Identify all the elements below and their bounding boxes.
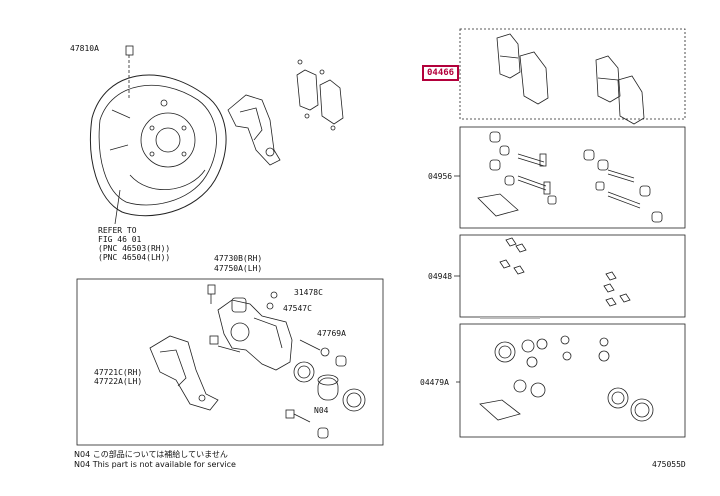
pad-kit-drawing [496,33,645,125]
label-47769A: 47769A [317,329,346,338]
note-japanese: N04 この部品については補給していません [74,450,228,459]
figure-id: 475055D [652,460,686,469]
label-47722A: 47722A(LH) [94,377,143,386]
note-english: N04 This part is not available for servi… [74,460,236,469]
refer-line-1: REFER TO [98,226,137,235]
caliper-body-drawing [217,297,293,371]
torque-plate-lower [149,335,219,411]
label-47750A: 47750A(LH) [214,264,263,273]
label-04479A: 04479A [420,378,449,387]
anti-squeal-kit-frame [459,234,686,318]
caliper-assembly-frame [76,278,384,446]
cylinder-kit-drawing [479,317,654,422]
label-31478C: 31478C [294,288,323,297]
highlighted-part-04466[interactable]: 04466 [422,65,460,81]
label-04948: 04948 [428,272,453,281]
anti-squeal-kit-drawing [499,237,631,307]
dust-cover-drawing [89,45,227,225]
label-47730B: 47730B(RH) [214,254,263,263]
label-47810A: 47810A [70,44,99,53]
label-47547C: 47547C [283,304,312,313]
refer-line-4: (PNC 46504(LH)) [98,253,171,262]
label-47721C: 47721C(RH) [94,368,143,377]
pad-kit-frame [459,28,686,120]
caliper-slide-kit-frame [459,126,686,229]
torque-plate-upper [227,94,281,166]
brake-pads-upper [296,59,344,131]
slide-kit-drawing [477,131,663,223]
label-04956: 04956 [428,172,453,181]
bolts-lower [207,284,330,423]
refer-line-2: FIG 46 01 [98,235,142,244]
label-N04: N04 [314,406,329,415]
refer-line-3: (PNC 46503(RH)) [98,244,171,253]
cylinder-kit-frame [459,323,686,438]
piston-seal-drawing [293,355,366,439]
